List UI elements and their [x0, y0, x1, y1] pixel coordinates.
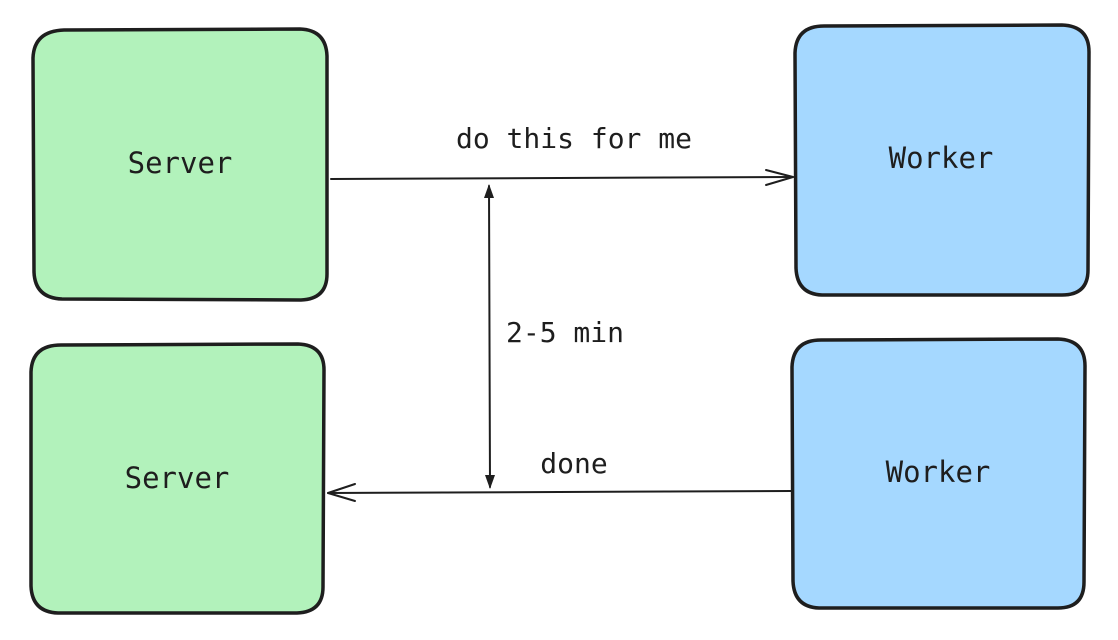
request-arrowhead	[765, 169, 794, 186]
server-box-bottom	[29, 342, 326, 615]
server-label-bottom: Server	[125, 461, 230, 495]
worker-label-top: Worker	[889, 141, 994, 175]
response-arrow-line	[327, 490, 792, 494]
worker-node-top: Worker	[793, 23, 1091, 297]
duration-label: 2-5 min	[506, 316, 624, 349]
server-node-bottom: Server	[29, 342, 326, 615]
worker-box-top	[793, 23, 1091, 297]
response-label: done	[540, 447, 607, 480]
response-arrow: done	[327, 447, 792, 502]
duration-arrowhead-bottom	[485, 475, 495, 489]
duration-arrow-line	[488, 185, 491, 488]
request-arrow: do this for me	[330, 122, 794, 186]
server-box-top	[31, 27, 329, 302]
duration-arrowhead-top	[484, 184, 494, 198]
request-label: do this for me	[456, 122, 692, 155]
request-arrow-line	[330, 176, 794, 180]
worker-label-bottom: Worker	[886, 455, 991, 489]
response-arrowhead	[327, 483, 356, 502]
duration-arrow: 2-5 min	[484, 184, 624, 489]
server-label-top: Server	[128, 146, 233, 180]
worker-node-bottom: Worker	[790, 337, 1087, 610]
server-node-top: Server	[31, 27, 329, 302]
worker-box-bottom	[790, 337, 1087, 610]
